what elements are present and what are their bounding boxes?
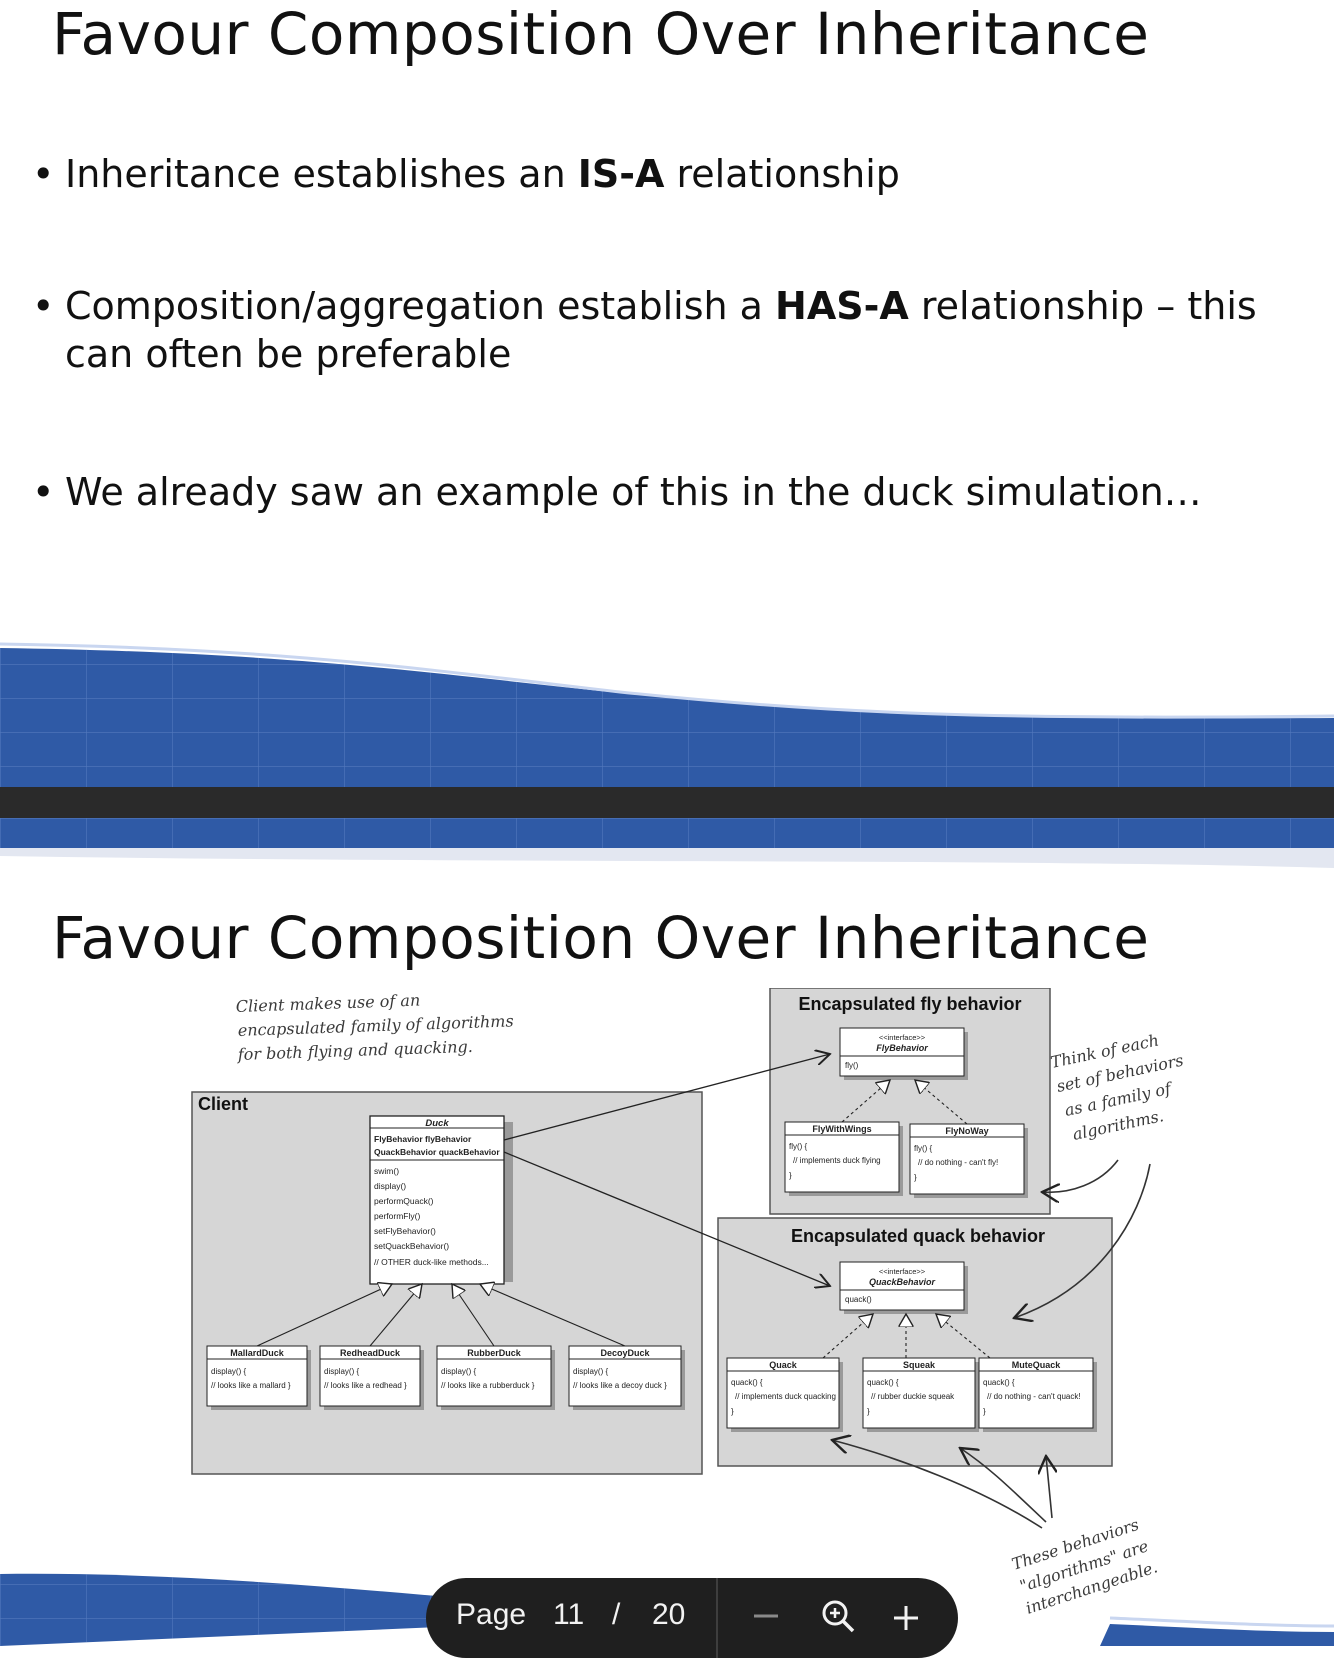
bullet-2: • Composition/aggregation establish a HA… [32,282,1292,378]
svg-text:// implements duck flying: // implements duck flying [793,1156,881,1165]
page-separator: / [612,1598,620,1632]
svg-text:}: } [983,1407,986,1416]
svg-text:Squeak: Squeak [903,1360,936,1370]
svg-text:FlyWithWings: FlyWithWings [812,1124,871,1134]
svg-text:}: } [914,1173,917,1182]
svg-text:FlyBehavior: FlyBehavior [876,1043,928,1053]
svg-text:quack(): quack() [845,1295,872,1304]
page-label: Page [456,1598,526,1632]
svg-text:<<interface>>: <<interface>> [879,1033,926,1042]
quack-impl-mutequack: MuteQuack quack() { // do nothing - can'… [979,1358,1097,1432]
fly-impl-flynoway: FlyNoWay fly() { // do nothing - can't f… [910,1124,1028,1198]
svg-text:Quack: Quack [769,1360,798,1370]
bullet-dot: • [32,282,60,330]
duck-class: Duck FlyBehavior flyBehavior QuackBehavi… [370,1116,504,1284]
slide-1-title: Favour Composition Over Inheritance [52,0,1149,68]
svg-text:// looks like a rubberduck }: // looks like a rubberduck } [441,1381,535,1390]
current-page-number[interactable]: 11 [553,1598,584,1632]
svg-text:// do nothing - can't fly!: // do nothing - can't fly! [918,1158,998,1167]
svg-text:quack() {: quack() { [867,1378,899,1387]
svg-text:RedheadDuck: RedheadDuck [340,1348,401,1358]
svg-text:quack() {: quack() { [731,1378,763,1387]
quack-group-title: Encapsulated quack behavior [791,1226,1045,1246]
svg-text:}: } [731,1407,734,1416]
subclass-redhead: RedheadDuck display() { // looks like a … [320,1346,424,1410]
svg-text:quack() {: quack() { [983,1378,1015,1387]
svg-text:// looks like a mallard }: // looks like a mallard } [211,1381,291,1390]
quack-impl-quack: Quack quack() { // implements duck quack… [727,1358,843,1432]
svg-text:// looks like a redhead }: // looks like a redhead } [324,1381,407,1390]
duck-method: setQuackBehavior() [374,1241,449,1251]
zoom-magnifier-icon[interactable] [818,1596,858,1636]
svg-text:// looks like a decoy duck }: // looks like a decoy duck } [573,1381,667,1390]
client-label: Client [198,1094,248,1114]
total-pages: 20 [652,1598,685,1632]
subclass-rubber: RubberDuck display() { // looks like a r… [437,1346,555,1410]
subclass-mallard: MallardDuck display() { // looks like a … [207,1346,311,1410]
svg-text:MuteQuack: MuteQuack [1012,1360,1062,1370]
svg-text:Client makes use of an: Client makes use of an [235,991,420,1016]
bullet-text: Inheritance establishes an IS-A relation… [32,150,1292,198]
quack-impl-squeak: Squeak quack() { // rubber duckie squeak… [863,1358,979,1432]
fly-group-title: Encapsulated fly behavior [798,994,1021,1014]
svg-text:}: } [867,1407,870,1416]
svg-text:QuackBehavior: QuackBehavior [869,1277,936,1287]
duck-class-name: Duck [425,1118,449,1129]
duck-method: performFly() [374,1211,420,1221]
duck-method: display() [374,1181,406,1191]
svg-text:display() {: display() { [211,1367,246,1376]
svg-text:display() {: display() { [573,1367,608,1376]
svg-text:for both flying and quacking.: for both flying and quacking. [236,1037,473,1064]
toolbar-divider [716,1578,718,1658]
duck-method: // OTHER duck-like methods... [374,1257,489,1267]
svg-text:FlyNoWay: FlyNoWay [945,1126,988,1136]
slide-2-header-banner [0,818,1334,873]
duck-field: QuackBehavior quackBehavior [374,1147,500,1157]
duck-method: swim() [374,1166,399,1176]
slide-2: Favour Composition Over Inheritance Clie… [0,818,1334,1646]
page-divider [0,787,1334,818]
page-toolbar: Page 11 / 20 [426,1578,958,1658]
svg-text:encapsulated family of algorit: encapsulated family of algorithms [237,1011,513,1040]
duck-strategy-diagram: Client Duck FlyBehavior flyBehavior Quac… [0,988,1334,1646]
svg-text:fly(): fly() [845,1061,859,1070]
quack-behavior-interface: <<interface>> QuackBehavior quack() [840,1262,968,1314]
bullet-1: • Inheritance establishes an IS-A relati… [32,150,1292,198]
fly-impl-flywithwings: FlyWithWings fly() { // implements duck … [785,1122,903,1196]
slide-1: Favour Composition Over Inheritance • In… [0,0,1334,787]
svg-text:RubberDuck: RubberDuck [467,1348,522,1358]
svg-text:DecoyDuck: DecoyDuck [600,1348,650,1358]
svg-text:display() {: display() { [441,1367,476,1376]
bullet-dot: • [32,468,60,516]
bullet-text: Composition/aggregation establish a HAS-… [32,282,1292,378]
subclass-decoy: DecoyDuck display() { // looks like a de… [569,1346,685,1410]
zoom-out-icon[interactable] [746,1596,786,1636]
svg-text:// do nothing - can't quack!: // do nothing - can't quack! [987,1392,1081,1401]
svg-text:fly() {: fly() { [914,1144,933,1153]
duck-method: setFlyBehavior() [374,1226,436,1236]
zoom-in-icon[interactable] [886,1596,926,1636]
svg-text:// implements duck quacking: // implements duck quacking [735,1392,836,1401]
duck-method: performQuack() [374,1196,434,1206]
slide-2-title: Favour Composition Over Inheritance [52,904,1149,972]
slide-1-footer-banner [0,630,1334,787]
svg-text:}: } [789,1171,792,1180]
svg-text:<<interface>>: <<interface>> [879,1267,926,1276]
svg-text:// rubber duckie squeak: // rubber duckie squeak [871,1392,955,1401]
svg-text:fly() {: fly() { [789,1142,808,1151]
bullet-dot: • [32,150,60,198]
bullet-text: We already saw an example of this in the… [32,468,1292,516]
svg-text:display() {: display() { [324,1367,359,1376]
bullet-3: • We already saw an example of this in t… [32,468,1292,516]
note-client: Client makes use of an encapsulated fami… [235,991,513,1064]
duck-field: FlyBehavior flyBehavior [374,1134,472,1144]
svg-text:MallardDuck: MallardDuck [230,1348,285,1358]
fly-behavior-interface: <<interface>> FlyBehavior fly() [840,1028,968,1080]
